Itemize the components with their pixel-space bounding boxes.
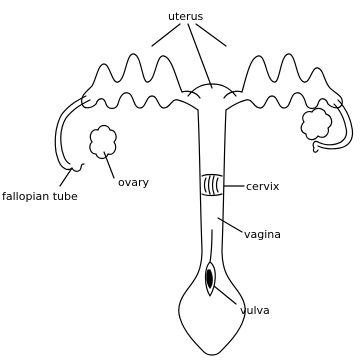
fimbriae-left	[64, 164, 84, 171]
vaginal-canal-left	[179, 110, 204, 352]
label-ovary: ovary	[118, 176, 150, 189]
vaginal-inner-line	[210, 230, 212, 262]
fallopian-tube-pointer	[60, 168, 72, 186]
label-uterus: uterus	[168, 10, 204, 23]
fimbriae-right	[313, 141, 318, 152]
label-fallopian-tube: fallopian tube	[2, 190, 78, 203]
uterus-outline-right	[224, 54, 342, 110]
fallopian-tube-left	[55, 96, 86, 168]
vagina-pointer	[218, 218, 242, 232]
vulva-pointer	[214, 286, 236, 304]
uterus-outline	[82, 54, 200, 110]
label-vulva: vulva	[240, 304, 270, 317]
vulva-bottom	[204, 352, 220, 355]
fallopian-tube-right-inner	[318, 104, 347, 145]
vulva-opening-fill	[207, 270, 212, 288]
label-vagina: vagina	[244, 228, 281, 241]
ovary-left-pointer	[104, 152, 114, 178]
cervix-ridges	[202, 175, 222, 196]
ovary-right	[301, 108, 331, 139]
label-cervix: cervix	[246, 180, 280, 193]
ovary-left	[90, 126, 116, 159]
uterus-inner-fold	[188, 84, 236, 96]
